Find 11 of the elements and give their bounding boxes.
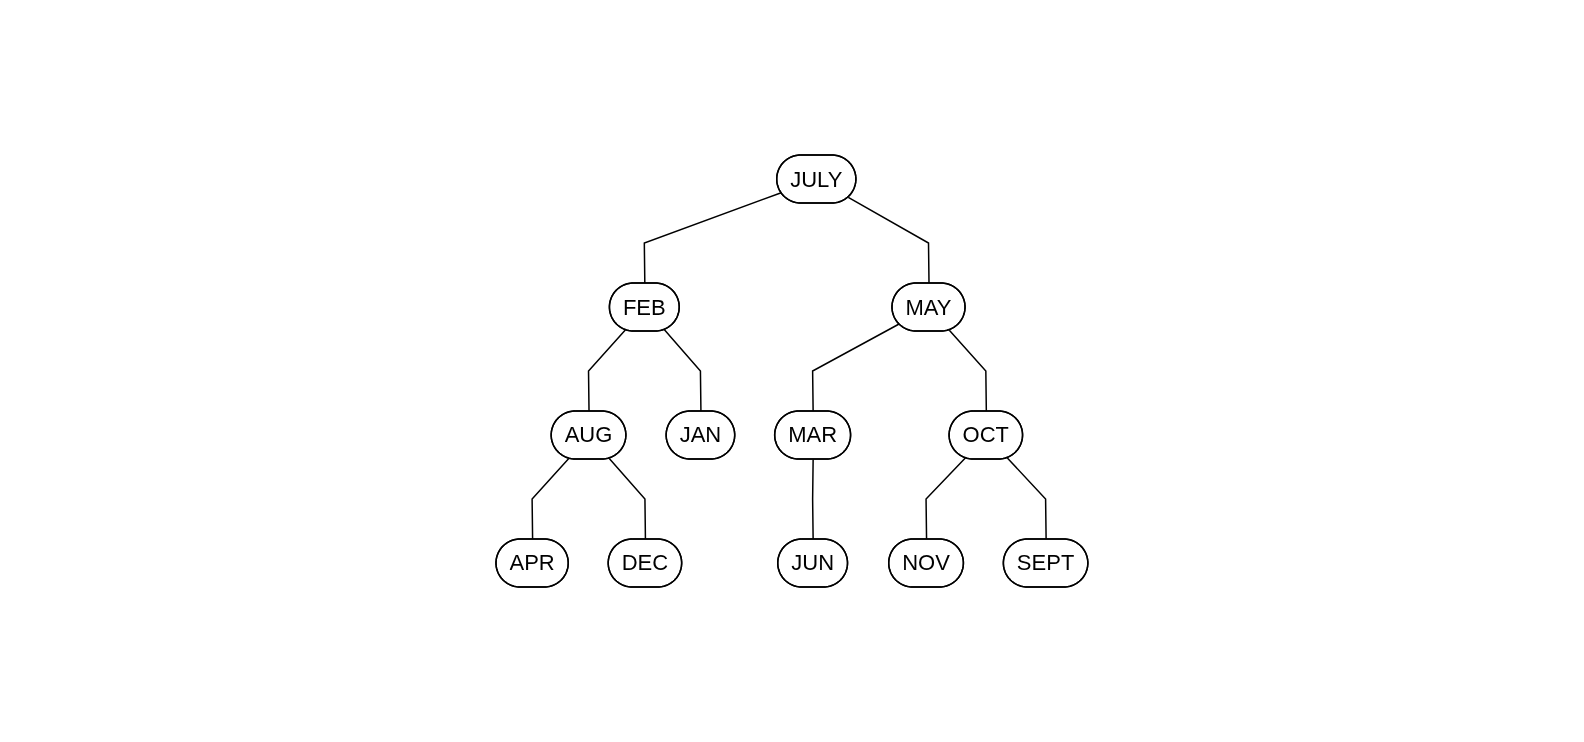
connector <box>587 329 627 413</box>
connector <box>847 196 930 285</box>
connector <box>925 457 967 541</box>
connector <box>608 457 647 541</box>
connector <box>811 323 900 413</box>
connector <box>1006 457 1047 541</box>
connector <box>811 458 814 541</box>
connector <box>948 329 988 413</box>
connector <box>663 329 702 413</box>
connector <box>531 457 570 541</box>
connector <box>643 192 783 285</box>
